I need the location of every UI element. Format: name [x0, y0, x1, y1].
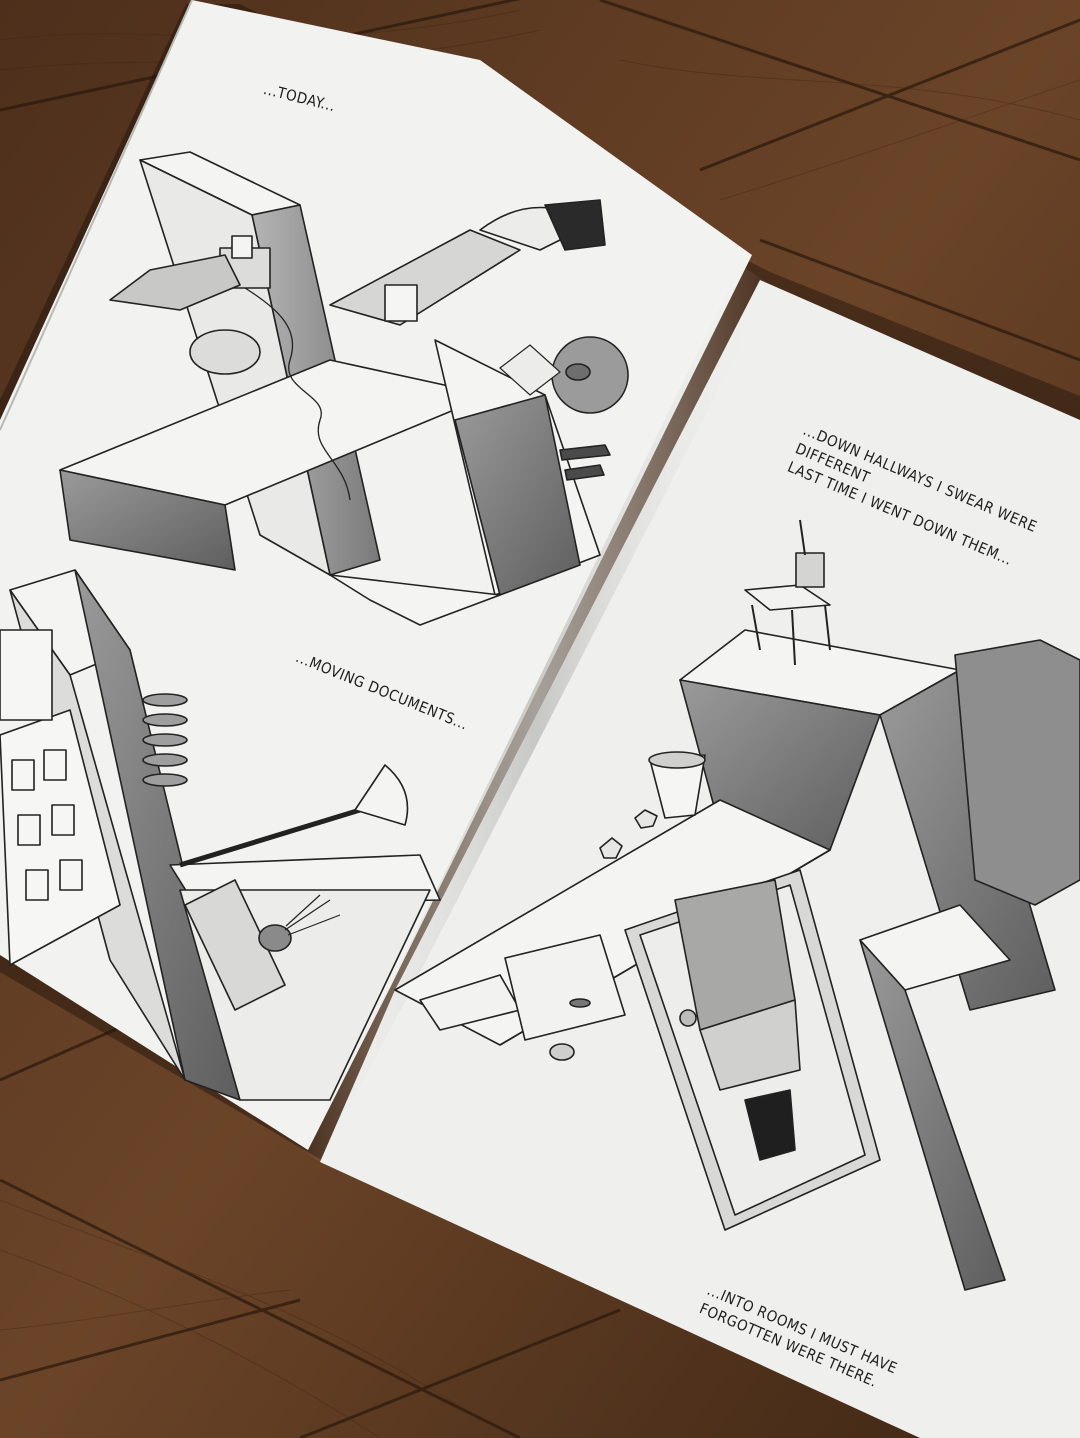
stool-legs — [751, 604, 831, 666]
upside-down-figure — [674, 879, 801, 1161]
crumpled-paper-1 — [634, 809, 658, 829]
stacked-box — [0, 629, 53, 721]
right-page-artwork — [394, 519, 1080, 1291]
pen-cup — [795, 552, 825, 588]
small-crate — [184, 879, 286, 1011]
vase-branches — [284, 894, 341, 936]
crumpled-paper-2 — [599, 837, 623, 859]
document-stack — [499, 344, 561, 396]
horizontal-block-front — [59, 469, 236, 571]
pen — [799, 519, 806, 556]
right-block-inner — [454, 394, 581, 596]
lower-column-front — [859, 939, 1006, 1291]
waste-bin-rim — [648, 751, 706, 769]
left-page-artwork — [0, 151, 629, 1101]
phone-cord — [244, 287, 351, 501]
dark-machine-block — [954, 639, 1080, 906]
hanging-drawer-right — [504, 934, 626, 1041]
drawer-handle — [569, 998, 591, 1008]
vase — [258, 924, 292, 952]
pencils — [559, 444, 611, 481]
right-block-bottom — [329, 574, 501, 626]
office-worker-figure — [329, 199, 606, 326]
floor-lamp-shade — [354, 764, 409, 826]
floor-lamp-pole — [179, 807, 361, 868]
page-gutter — [300, 265, 772, 1162]
filing-cabinet — [0, 709, 121, 966]
drawer-wheel — [549, 1043, 575, 1061]
coil-stack — [142, 693, 188, 787]
stool-top — [744, 584, 831, 611]
page-edge-left — [0, 0, 193, 431]
reclining-figure — [109, 254, 241, 311]
rolled-document — [189, 329, 261, 375]
bust-sculpture — [551, 336, 629, 414]
